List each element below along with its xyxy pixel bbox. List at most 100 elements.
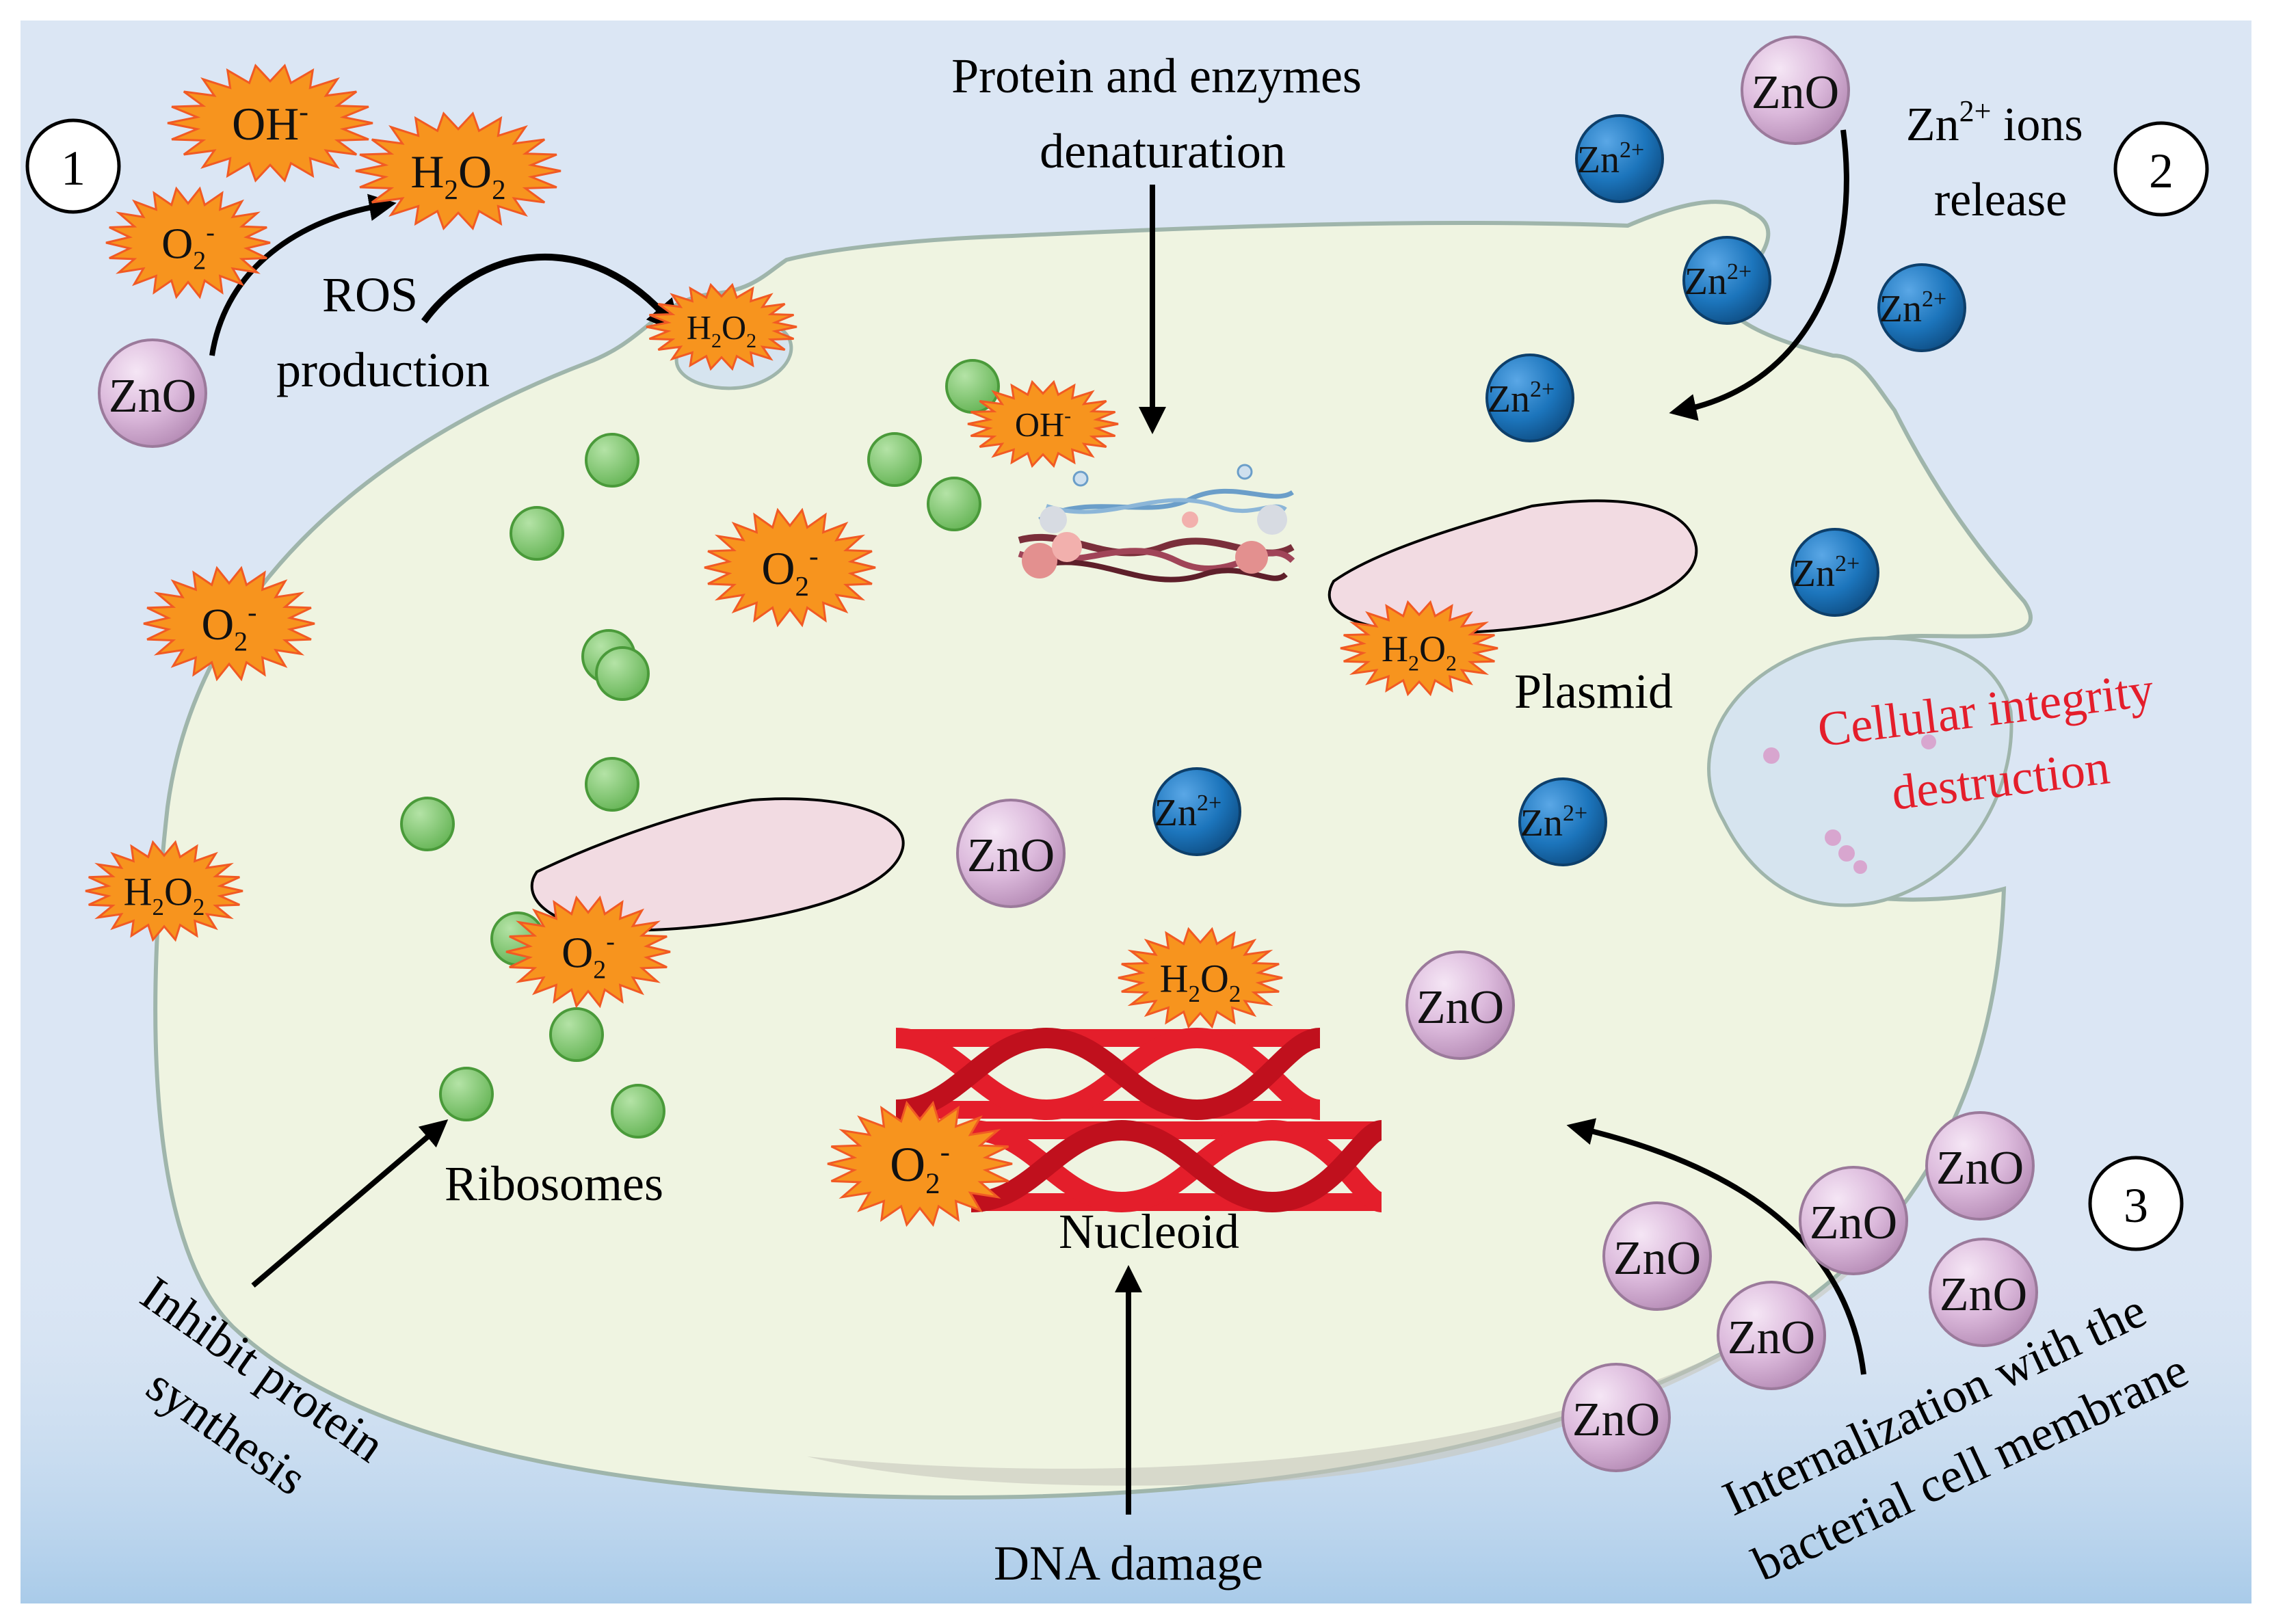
step-number: 2 <box>2149 144 2174 198</box>
zno-label: ZnO <box>1416 981 1504 1034</box>
zno-particle: ZnO <box>98 338 207 448</box>
svg-text:Zn2+: Zn2+ <box>1154 790 1221 834</box>
superoxide-burst: O2- <box>704 507 876 628</box>
zn-ion: Zn2+ <box>1682 236 1771 325</box>
zn-ion: Zn2+ <box>1485 354 1574 442</box>
ribosome <box>927 477 981 531</box>
zno-particle: ZnO <box>1717 1281 1826 1390</box>
ros-formula: H2O2 <box>410 146 505 205</box>
leaking-vesicle-dot <box>1853 860 1867 874</box>
superoxide-burst: O2- <box>105 186 271 299</box>
ribosome <box>611 1084 665 1139</box>
zn-charge: 2+ <box>1620 137 1644 163</box>
hydrogen-peroxide-burst: H2O2 <box>355 111 562 230</box>
svg-text:Zn2+: Zn2+ <box>1793 551 1860 595</box>
ros-formula: O2- <box>161 218 215 276</box>
zno-label: ZnO <box>1936 1142 2024 1195</box>
ribosome <box>439 1067 494 1121</box>
arrow-zn-release <box>1669 129 1849 421</box>
zn-symbol: Zn <box>1488 378 1530 421</box>
hydroxyl-radical-burst: OH- <box>967 380 1119 468</box>
zno-label: ZnO <box>1752 66 1839 119</box>
svg-text:Zn2+: Zn2+ <box>1879 287 1946 330</box>
zn-ion: Zn2+ <box>1877 263 1966 352</box>
superoxide-burst: O2- <box>505 895 671 1009</box>
zn-charge: 2+ <box>1922 287 1946 312</box>
zn-ion: Zn2+ <box>1152 767 1241 856</box>
zno-particle: ZnO <box>1405 950 1515 1060</box>
damaged-membrane-vesicle <box>1707 636 2013 907</box>
zno-particle: ZnO <box>1925 1111 2035 1221</box>
ros-formula: OH- <box>1015 405 1071 444</box>
zno-particle: ZnO <box>1602 1201 1712 1311</box>
step-marker-1: 1 <box>25 118 121 214</box>
ros-formula: H2O2 <box>124 869 205 920</box>
leaking-vesicle-dot <box>1921 734 1936 749</box>
hydrogen-peroxide-burst: H2O2 <box>85 840 243 942</box>
arrow-zno-to-h2o2 <box>209 194 397 356</box>
protein-enzyme-cluster <box>1018 464 1295 583</box>
dna-damage-label: DNA damage <box>994 1536 1263 1590</box>
zno-label: ZnO <box>1940 1268 2027 1321</box>
nucleoid-dna <box>895 1027 1384 1213</box>
zno-particle: ZnO <box>1799 1166 1908 1275</box>
zn-symbol: Zn <box>1520 802 1563 844</box>
superoxide-burst: O2- <box>143 565 315 682</box>
ros-formula: O2- <box>562 927 615 985</box>
hydroxyl-radical-burst: OH- <box>167 64 373 183</box>
hydrogen-peroxide-burst: H2O2 <box>646 282 797 371</box>
ribosome <box>400 797 455 851</box>
zn-charge: 2+ <box>1197 790 1221 816</box>
zno-label: ZnO <box>967 829 1055 882</box>
zn-symbol: Zn <box>1793 553 1835 595</box>
svg-text:Zn2+: Zn2+ <box>1685 259 1752 303</box>
step-number: 3 <box>2124 1178 2148 1233</box>
ros-production-label: ROS production <box>276 267 490 397</box>
ros-formula: O2- <box>890 1136 950 1200</box>
zn-ion: Zn2+ <box>1518 777 1607 866</box>
ros-formula: O2- <box>761 540 818 602</box>
arrow-internalization <box>1566 1118 1866 1375</box>
zno-particle: ZnO <box>1561 1363 1671 1472</box>
ros-formula: H2O2 <box>1382 628 1457 676</box>
ribosome <box>510 506 564 561</box>
zno-particle: ZnO <box>1929 1238 2038 1347</box>
plasmid-label: Plasmid <box>1514 664 1673 719</box>
ribosome <box>585 757 639 812</box>
nucleoid-label: Nucleoid <box>1059 1204 1239 1259</box>
svg-text:Zn2+: Zn2+ <box>1520 801 1587 844</box>
zno-label: ZnO <box>1572 1394 1660 1446</box>
ribosome <box>585 433 639 488</box>
zno-label: ZnO <box>1613 1232 1701 1285</box>
leaking-vesicle-dot <box>1838 845 1855 862</box>
arrow-inhibit-synthesis <box>251 1119 449 1288</box>
zn-charge: 2+ <box>1563 801 1587 826</box>
svg-text:Zn2+: Zn2+ <box>1577 137 1644 181</box>
leaking-vesicle-dot <box>1825 829 1841 846</box>
protein-denaturation-label: Protein and enzymes denaturation <box>951 49 1374 178</box>
zn-charge: 2+ <box>1727 259 1752 284</box>
zn-charge: 2+ <box>1530 377 1555 402</box>
zn-symbol: Zn <box>1685 261 1727 303</box>
zn-symbol: Zn <box>1154 792 1197 834</box>
ribosome <box>867 432 922 487</box>
zno-label: ZnO <box>1728 1312 1815 1364</box>
ribosomes-label: Ribosomes <box>445 1156 663 1211</box>
ros-burst-layer: OH-H2O2O2-H2O2OH-O2-O2-H2O2H2O2O2-H2O2O2… <box>85 64 1498 1227</box>
ros-formula: H2O2 <box>1160 956 1241 1007</box>
zn-ion: Zn2+ <box>1575 114 1664 203</box>
zno-particle: ZnO <box>956 799 1066 908</box>
zno-label: ZnO <box>109 370 196 423</box>
step-number: 1 <box>61 141 85 196</box>
zn-symbol: Zn <box>1879 288 1922 330</box>
svg-text:Zn2+: Zn2+ <box>1488 377 1555 421</box>
ros-formula: H2O2 <box>687 308 756 353</box>
zn-ion: Zn2+ <box>1791 528 1879 617</box>
ribosome <box>549 1007 604 1062</box>
ros-formula: OH- <box>232 96 308 150</box>
hydrogen-peroxide-burst: H2O2 <box>1118 927 1283 1029</box>
zno-particle: ZnO <box>1741 36 1850 145</box>
zn-release-label: Zn2+ ions release <box>1906 94 2095 226</box>
ros-formula: O2- <box>202 597 257 657</box>
